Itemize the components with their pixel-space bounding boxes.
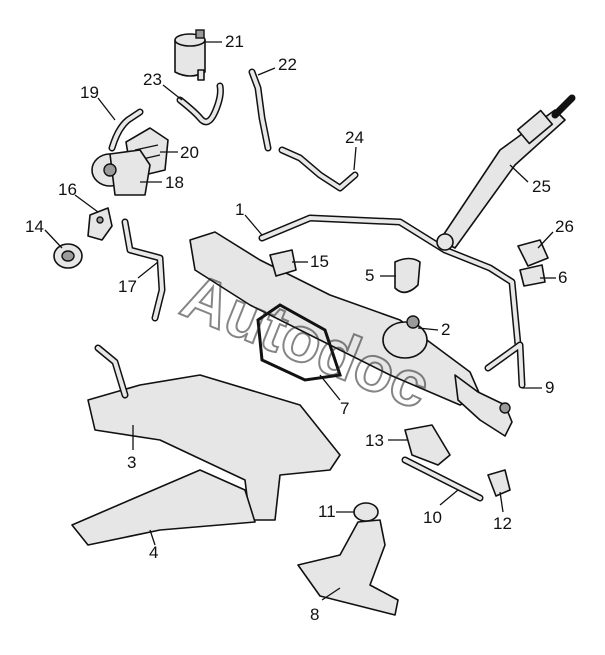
part-25-steering-column[interactable] — [436, 94, 576, 251]
callout-number: 22 — [278, 55, 297, 74]
callout-number: 13 — [365, 431, 384, 450]
callout-number: 18 — [165, 173, 184, 192]
part-5-boot[interactable] — [394, 257, 421, 294]
callout-8: 8 — [310, 587, 341, 624]
callout-15: 15 — [292, 252, 329, 271]
part-14-pulley[interactable] — [53, 243, 83, 269]
part-4-plate[interactable] — [71, 469, 256, 546]
callout-number: 7 — [340, 399, 349, 418]
callout-number: 1 — [235, 200, 244, 219]
callout-number: 24 — [345, 128, 364, 147]
part-10-tie-rod[interactable] — [401, 456, 484, 502]
part-7-gasket[interactable] — [256, 303, 342, 382]
callout-19: 19 — [80, 83, 116, 121]
callout-6: 6 — [540, 268, 567, 287]
part-8-control-arm[interactable] — [297, 519, 399, 616]
part-12-tie-rod-end[interactable] — [487, 469, 511, 497]
part-24-pipe[interactable] — [278, 146, 359, 192]
callout-23: 23 — [143, 70, 183, 101]
callout-4: 4 — [149, 529, 158, 562]
callout-number: 4 — [149, 543, 158, 562]
callout-16: 16 — [58, 180, 99, 213]
callout-number: 2 — [441, 320, 450, 339]
callout-number: 8 — [310, 605, 319, 624]
callout-21: 21 — [205, 32, 244, 51]
callout-number: 3 — [127, 453, 136, 472]
callout-number: 21 — [225, 32, 244, 51]
callout-number: 23 — [143, 70, 162, 89]
callout-17: 17 — [118, 261, 159, 296]
callout-number: 12 — [493, 514, 512, 533]
callout-22: 22 — [257, 55, 297, 76]
part-11-bushing[interactable] — [353, 502, 379, 522]
callout-12: 12 — [493, 491, 512, 533]
callout-number: 14 — [25, 217, 44, 236]
part-19-hose[interactable] — [108, 108, 144, 152]
callout-number: 10 — [423, 508, 442, 527]
part-21-reservoir[interactable] — [174, 29, 206, 81]
callout-number: 5 — [365, 266, 374, 285]
callout-14: 14 — [25, 217, 63, 249]
part-13-boot[interactable] — [404, 424, 451, 466]
callout-number: 20 — [180, 143, 199, 162]
callout-number: 16 — [58, 180, 77, 199]
callout-5: 5 — [365, 266, 396, 285]
callout-18: 18 — [140, 173, 184, 192]
callout-7: 7 — [319, 374, 349, 418]
callout-24: 24 — [345, 128, 364, 171]
callout-number: 6 — [558, 268, 567, 287]
part-15-bracket[interactable] — [269, 249, 297, 277]
callout-9: 9 — [522, 378, 554, 397]
part-17-hose[interactable] — [121, 218, 166, 322]
callout-1: 1 — [235, 200, 263, 236]
part-26-bushing[interactable] — [517, 239, 549, 267]
part-2-steering-rack[interactable] — [189, 231, 513, 437]
callout-number: 15 — [310, 252, 329, 271]
callout-2: 2 — [417, 320, 450, 339]
callout-11: 11 — [318, 502, 354, 521]
part-18-pump[interactable] — [91, 149, 151, 196]
callout-number: 11 — [318, 502, 336, 521]
callout-20: 20 — [160, 143, 199, 162]
callout-10: 10 — [423, 489, 459, 527]
callout-number: 19 — [80, 83, 99, 102]
part-9-link[interactable] — [484, 341, 526, 389]
callout-number: 25 — [532, 177, 551, 196]
callout-3: 3 — [127, 425, 136, 472]
callout-25: 25 — [509, 164, 551, 196]
part-23-hose[interactable] — [176, 82, 224, 126]
part-22-pipe[interactable] — [248, 68, 272, 152]
callout-number: 17 — [118, 277, 137, 296]
part-6-bushing[interactable] — [519, 264, 546, 287]
callout-number: 26 — [555, 217, 574, 236]
callout-26: 26 — [537, 217, 574, 249]
callout-number: 9 — [545, 378, 554, 397]
part-16-clamp[interactable] — [87, 207, 113, 241]
callout-13: 13 — [365, 431, 408, 450]
part-3-subframe[interactable] — [87, 344, 341, 521]
